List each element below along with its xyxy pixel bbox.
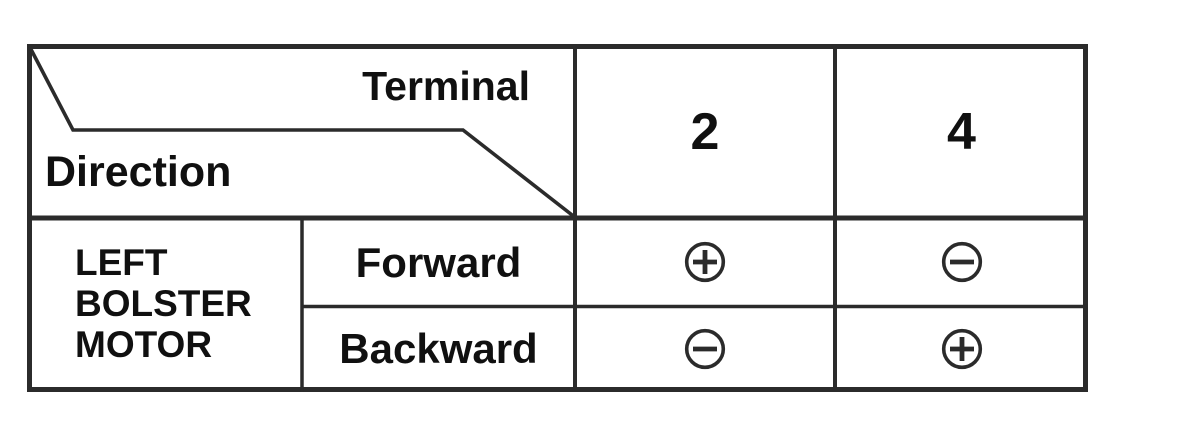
- forward-row-label: Forward: [355, 238, 522, 286]
- cell-forward-terminal-2: [577, 220, 833, 304]
- polarity-positive-icon: [939, 326, 985, 372]
- cell-backward-terminal-4: [837, 309, 1086, 389]
- direction-header-label: Direction: [45, 148, 232, 196]
- polarity-negative-icon: [682, 326, 728, 372]
- terminal-2-column-header: 2: [690, 103, 720, 161]
- polarity-negative-icon: [939, 239, 985, 285]
- backward-row-label: Backward: [339, 324, 538, 372]
- polarity-positive-icon: [682, 239, 728, 285]
- terminal-header-label: Terminal: [362, 63, 530, 109]
- motor-group-label: LEFT BOLSTER MOTOR: [75, 242, 252, 365]
- cell-forward-terminal-4: [837, 220, 1086, 304]
- cell-backward-terminal-2: [577, 309, 833, 389]
- header-diagonal-divider: [27, 45, 576, 218]
- terminal-4-column-header: 4: [947, 103, 976, 161]
